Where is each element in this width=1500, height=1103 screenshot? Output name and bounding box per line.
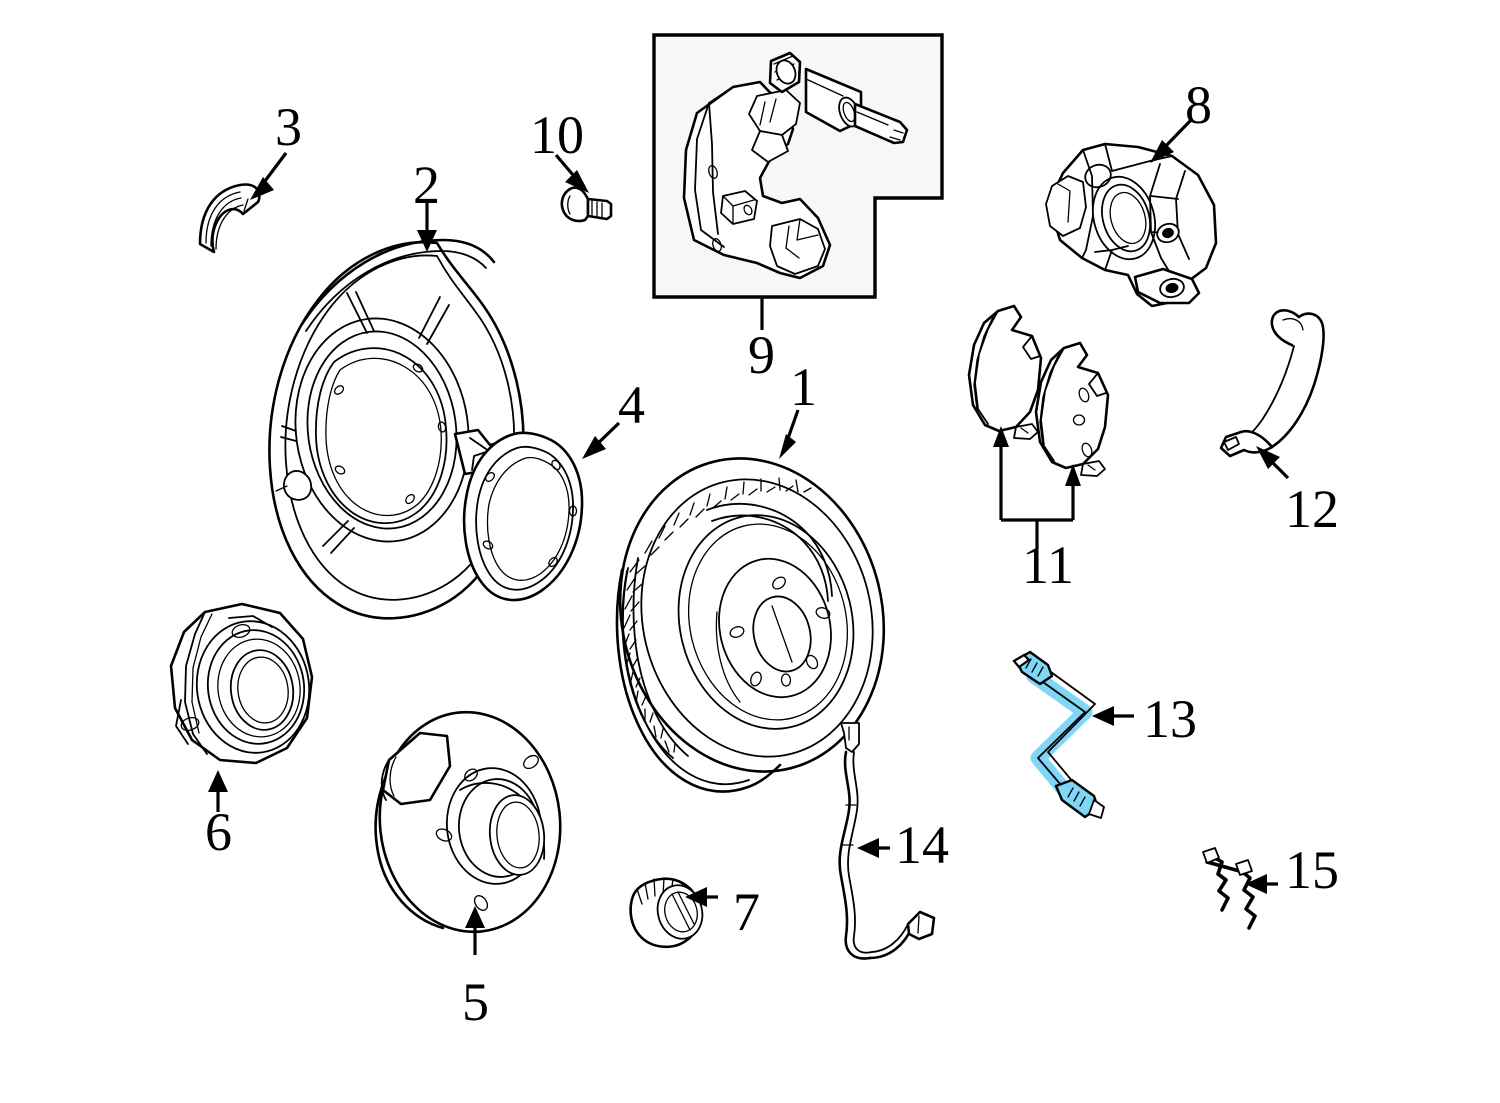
callout-label-9[interactable]: 9 — [748, 325, 775, 385]
part-15-pad-retaining-spring — [1202, 847, 1257, 930]
part-7-axle-nut — [629, 877, 704, 949]
callout-label-15[interactable]: 15 — [1285, 840, 1339, 900]
callout-leaders — [208, 118, 1290, 955]
part-14-abs-wheel-speed-sensor — [838, 722, 936, 960]
part-8-brake-caliper — [1045, 142, 1218, 308]
part-2-brake-dust-shield — [268, 238, 525, 620]
callout-label-13[interactable]: 13 — [1143, 689, 1197, 749]
part-4-shield-gasket-plate — [462, 431, 584, 602]
callout-label-2[interactable]: 2 — [413, 155, 440, 215]
part-13-brake-hose — [1012, 650, 1105, 819]
part-11-brake-pad-set — [967, 304, 1110, 548]
callout-label-5[interactable]: 5 — [462, 972, 489, 1032]
callout-label-3[interactable]: 3 — [275, 97, 302, 157]
part-6-wheel-bearing-housing — [169, 602, 314, 765]
part-5-wheel-hub — [374, 710, 562, 934]
callout-label-8[interactable]: 8 — [1185, 75, 1212, 135]
callout-label-7[interactable]: 7 — [733, 882, 760, 942]
part-12-brake-wear-sensor — [1219, 309, 1325, 458]
part-1-brake-rotor-disc — [615, 457, 886, 793]
callout-label-6[interactable]: 6 — [205, 802, 232, 862]
callout-label-12[interactable]: 12 — [1285, 479, 1339, 539]
part-10-caliper-mounting-bolt — [560, 186, 613, 223]
callout-label-11[interactable]: 11 — [1022, 535, 1074, 595]
callout-label-1[interactable]: 1 — [790, 357, 817, 417]
callout-label-10[interactable]: 10 — [530, 105, 584, 165]
callout-label-14[interactable]: 14 — [895, 815, 949, 875]
part-9-caliper-bracket-kit — [652, 33, 944, 299]
callout-label-4[interactable]: 4 — [618, 375, 645, 435]
part-3-retaining-clip-spring — [198, 183, 261, 254]
